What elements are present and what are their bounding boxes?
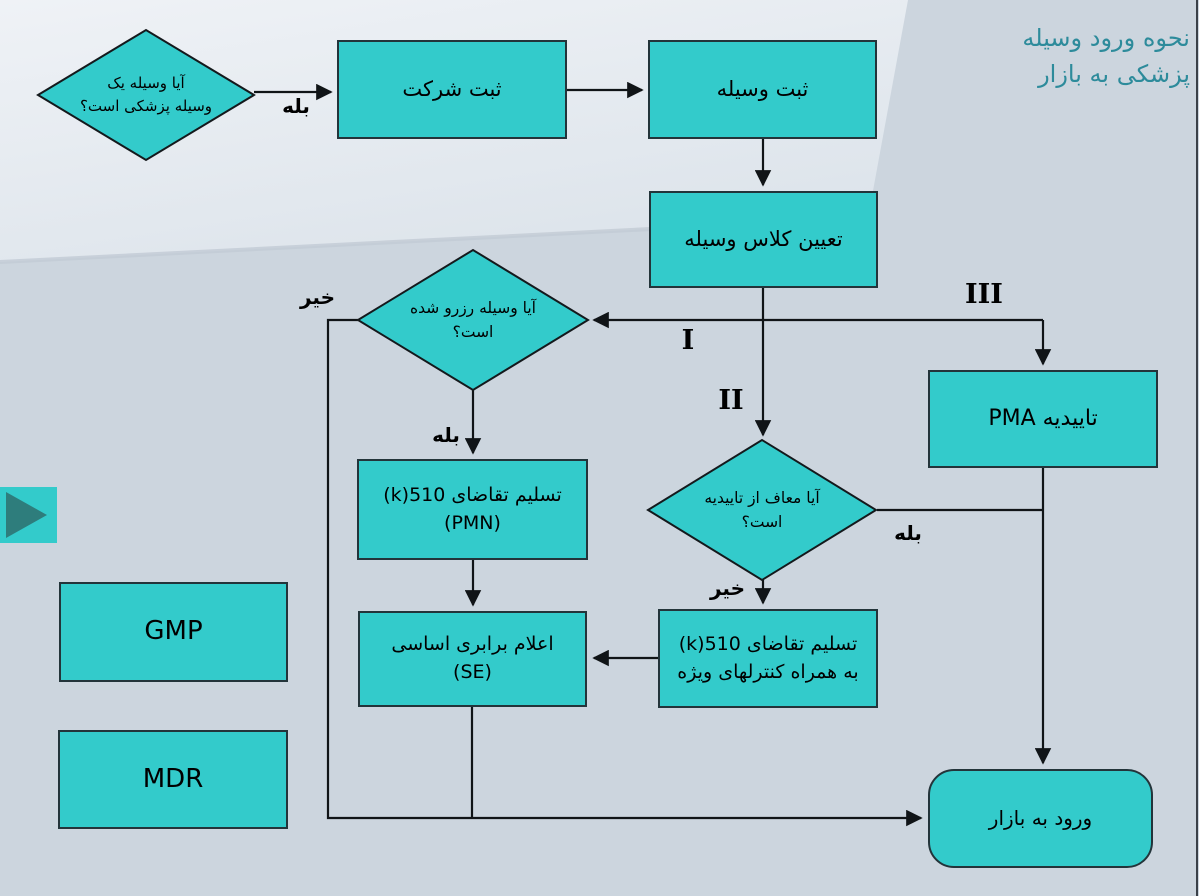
- edge-label-class-III: III: [965, 279, 1003, 310]
- edge-d2-no-to-market: [326, 318, 923, 827]
- edge-label-class-II: II: [718, 385, 744, 416]
- decision-exempt-approval-shape: [646, 438, 878, 582]
- node-mdr-label: MDR: [142, 763, 204, 794]
- node-register-device: ثبت وسیله: [648, 40, 877, 139]
- node-register-company: ثبت شرکت: [337, 40, 567, 139]
- play-icon: [6, 492, 47, 538]
- slide-title: نحوه ورود وسیله پزشکی به بازار: [938, 20, 1190, 92]
- node-pma-approval: تاییدیه PMA: [928, 370, 1158, 468]
- edge-label-class-I: I: [681, 325, 695, 356]
- node-submit-510k-special-controls: تسلیم تقاضای 510(k) به همراه کنترلهای وی…: [658, 609, 878, 708]
- edge-label-no-2: خیر: [709, 576, 746, 600]
- edge-label-yes-1: بله: [282, 94, 310, 118]
- node-declare-se: اعلام برابری اساسی (SE): [358, 611, 587, 707]
- node-market-entry-label: ورود به بازار: [988, 806, 1093, 830]
- node-submit-510k-pmn: تسلیم تقاضای 510(k) (PMN): [357, 459, 588, 560]
- node-market-entry: ورود به بازار: [928, 769, 1153, 868]
- node-register-device-label: ثبت وسیله: [716, 77, 809, 102]
- decision-is-medical-device-shape: [36, 28, 256, 162]
- node-submit-510k-special-line2: به همراه کنترلهای ویژه: [677, 660, 859, 683]
- edge-label-yes-2: بله: [432, 423, 460, 447]
- node-submit-510k-special-line1: تسلیم تقاضای 510(k): [678, 632, 858, 655]
- node-declare-se-line1: اعلام برابری اساسی: [391, 633, 554, 656]
- slide-right-border: [1196, 0, 1198, 896]
- edge-label-yes-3: بله: [894, 521, 922, 545]
- slide-title-line1: نحوه ورود وسیله: [1022, 24, 1190, 52]
- node-declare-se-line2: (SE): [453, 661, 492, 683]
- play-button[interactable]: [0, 487, 57, 543]
- node-register-company-label: ثبت شرکت: [402, 77, 502, 102]
- node-classify-device: تعیین کلاس وسیله: [649, 191, 878, 288]
- node-mdr: MDR: [58, 730, 288, 829]
- node-gmp: GMP: [59, 582, 288, 682]
- slide-title-line2: پزشکی به بازار: [1038, 60, 1190, 88]
- decision-device-reserved-shape: [356, 248, 590, 392]
- node-classify-device-label: تعیین کلاس وسیله: [684, 227, 843, 252]
- node-submit-510k-pmn-line2: (PMN): [444, 511, 501, 534]
- node-gmp-label: GMP: [144, 616, 203, 647]
- node-submit-510k-pmn-line1: تسلیم تقاضای 510(k): [383, 483, 562, 506]
- node-pma-approval-label: تاییدیه PMA: [988, 406, 1098, 432]
- edge-label-no-1: خیر: [299, 285, 336, 309]
